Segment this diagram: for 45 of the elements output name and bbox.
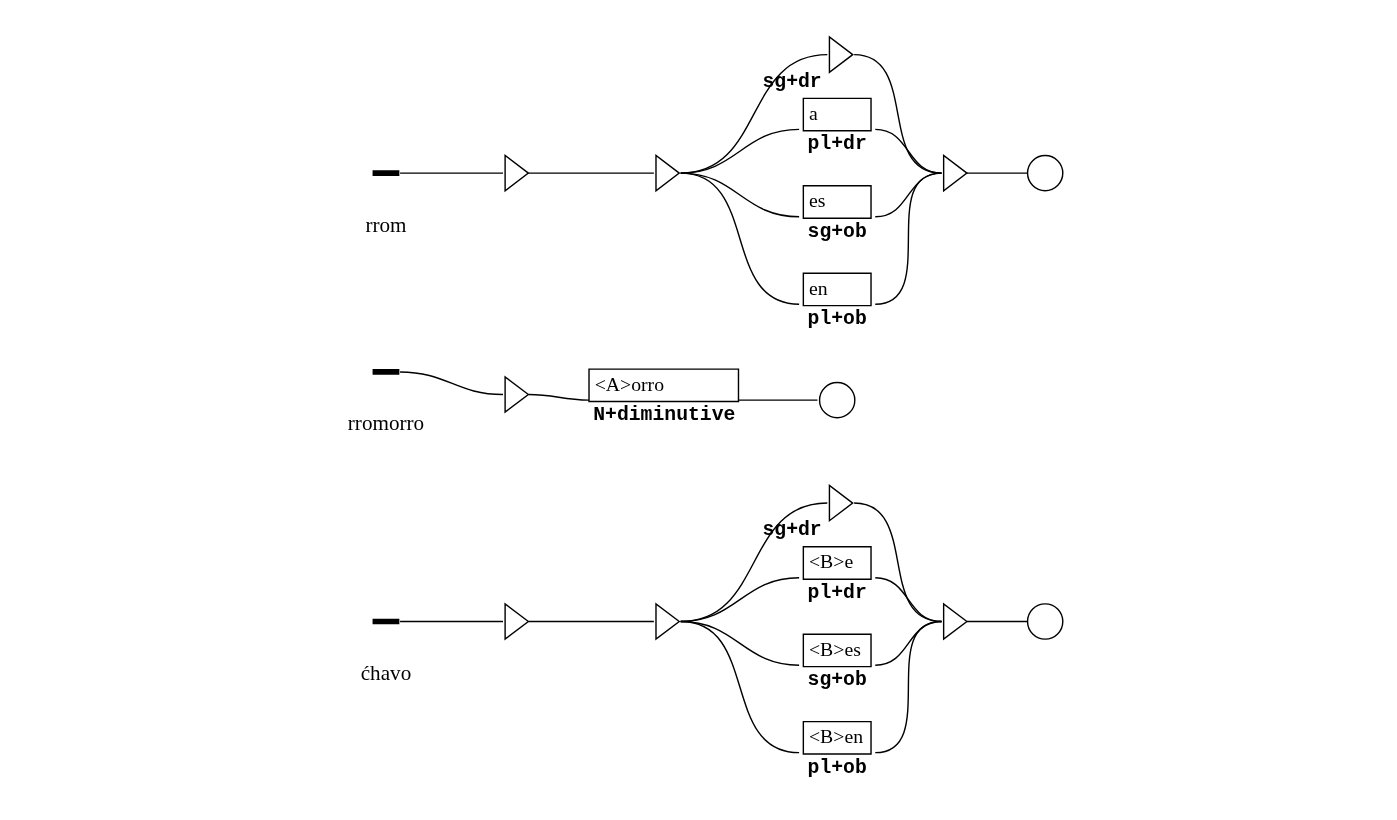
- node-box: a: [802, 97, 872, 132]
- connector: [852, 53, 942, 174]
- node-label: pl+dr: [807, 581, 867, 604]
- label: rromorro: [347, 411, 424, 436]
- node-triangle: [942, 154, 968, 193]
- connector: [527, 393, 590, 401]
- node-triangle: [828, 35, 854, 74]
- node-label: pl+dr: [807, 133, 867, 156]
- node-box: <B>en: [802, 720, 872, 755]
- node-triangle: [942, 602, 968, 641]
- label: rrom: [364, 212, 407, 237]
- node-bar: [372, 618, 399, 625]
- connector: [679, 502, 828, 623]
- node-triangle: [654, 602, 680, 641]
- node-triangle: [503, 602, 530, 641]
- connector: [398, 371, 504, 396]
- connector: [527, 172, 655, 174]
- node-label: pl+ob: [807, 308, 867, 331]
- label: ćhavo: [360, 661, 411, 686]
- node-label: sg+ob: [807, 669, 867, 692]
- connector: [398, 620, 504, 623]
- connector: [737, 399, 818, 401]
- node-label: N+diminutive: [592, 404, 735, 427]
- node-box: es: [802, 185, 872, 219]
- node-circle: [1026, 154, 1063, 192]
- node-triangle: [654, 154, 680, 193]
- node-triangle: [503, 154, 530, 193]
- connector: [527, 620, 655, 623]
- connector: [965, 172, 1028, 174]
- node-circle: [818, 381, 855, 419]
- connector: [679, 53, 828, 174]
- node-label: sg+ob: [807, 220, 867, 243]
- node-bar: [372, 369, 399, 375]
- node-label: pl+ob: [807, 756, 867, 779]
- node-triangle: [503, 375, 530, 414]
- connector: [965, 620, 1028, 623]
- node-triangle: [828, 484, 854, 523]
- node-bar: [372, 170, 399, 176]
- node-box: <B>e: [802, 546, 872, 580]
- node-box: <B>es: [802, 633, 872, 668]
- node-box: en: [802, 272, 872, 307]
- node-circle: [1026, 603, 1063, 640]
- node-box: <A>orro: [587, 368, 739, 403]
- connector: [852, 502, 942, 623]
- connector: [398, 172, 504, 174]
